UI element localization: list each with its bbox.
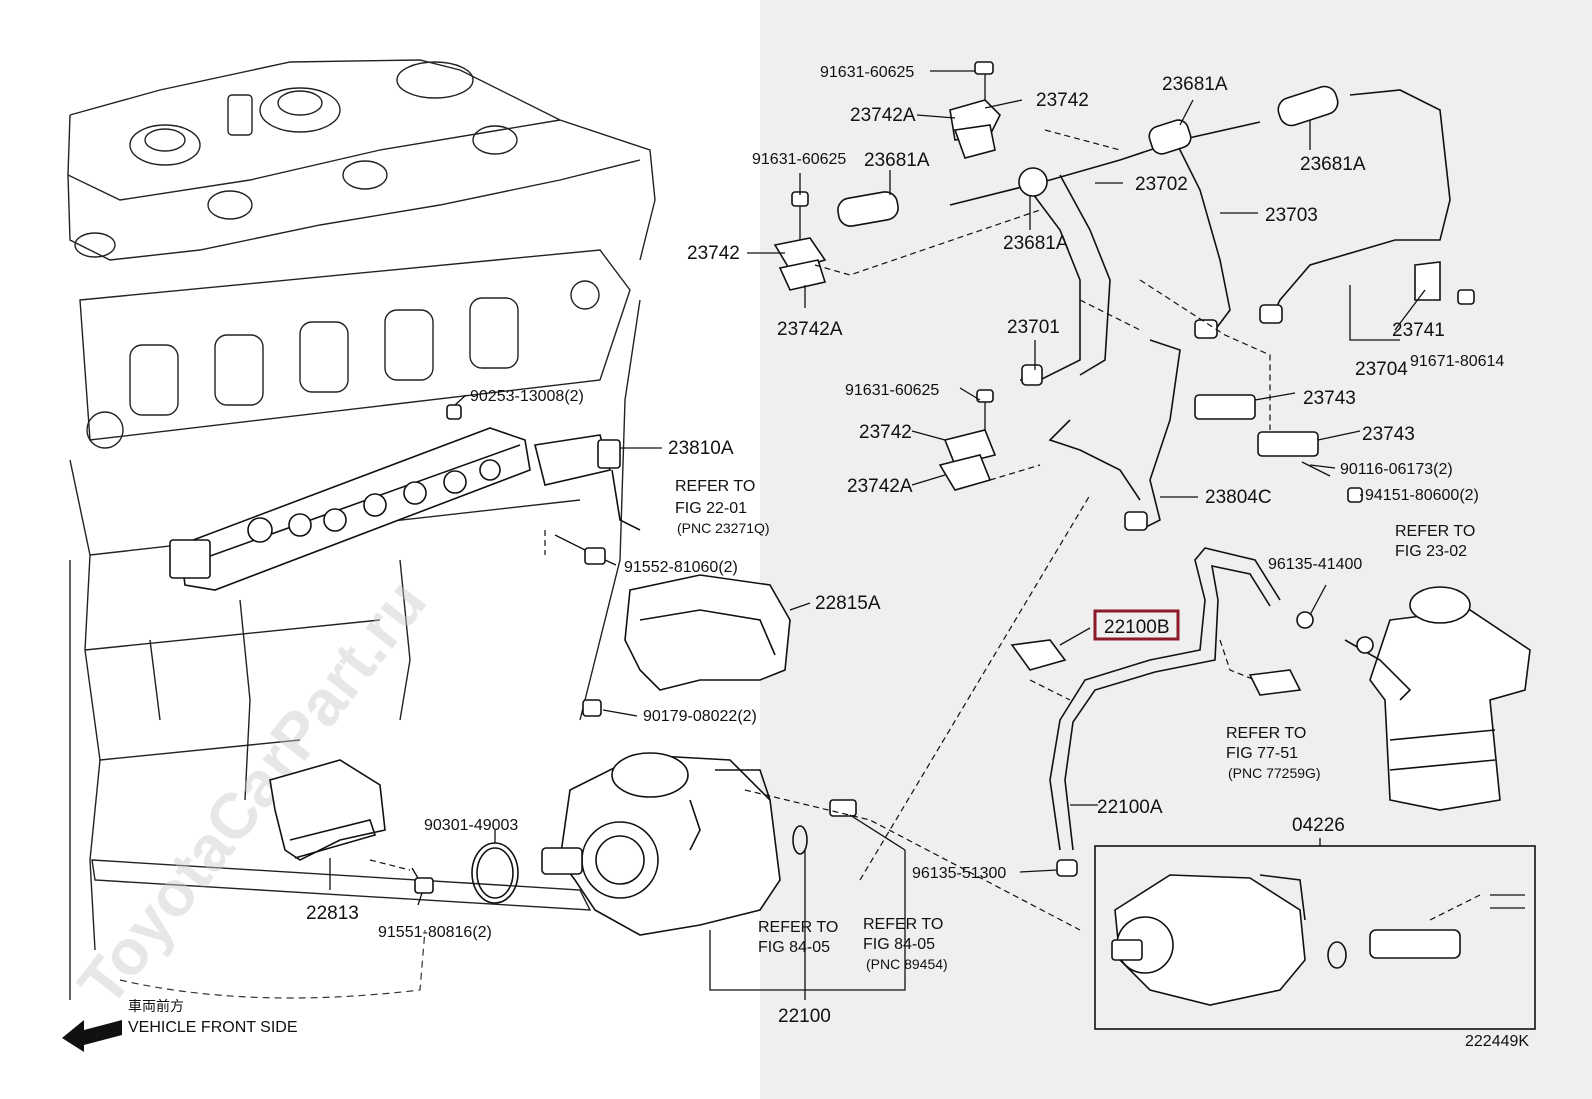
refer-note-line[interactable]: FIG 23-02 — [1395, 543, 1467, 560]
dashed-reference-lines — [369, 129, 1481, 931]
label-23702[interactable]: 23702 — [1135, 174, 1188, 195]
label-23742[interactable]: 23742 — [687, 243, 740, 264]
clamp-23743-b — [1257, 431, 1319, 457]
label-23701[interactable]: 23701 — [1007, 317, 1060, 338]
refer-note-line[interactable]: REFER TO — [1226, 725, 1306, 742]
label-23743[interactable]: 23743 — [1303, 388, 1356, 409]
label-04226[interactable]: 04226 — [1292, 815, 1345, 836]
label-90301-49003[interactable]: 90301-49003 — [424, 817, 518, 834]
watermark: ToyotaCarPart.ru — [64, 566, 440, 1019]
label-23703[interactable]: 23703 — [1265, 205, 1318, 226]
bracket-22813 — [269, 759, 386, 861]
label-23742A[interactable]: 23742A — [850, 105, 916, 126]
direction-label-jp: 車両前方 — [128, 998, 184, 1014]
label-23681A[interactable]: 23681A — [1300, 154, 1366, 175]
label-91631-60625[interactable]: 91631-60625 — [820, 64, 914, 81]
label-90179-08022[interactable]: 90179-08022(2) — [643, 708, 757, 725]
common-rail-23810A — [169, 427, 641, 591]
front-arrow-icon — [62, 1020, 122, 1052]
label-91631-60625[interactable]: 91631-60625 — [752, 151, 846, 168]
label-96135-41400[interactable]: 96135-41400 — [1268, 556, 1362, 573]
label-94151-80600[interactable]: 94151-80600(2) — [1365, 487, 1479, 504]
vehicle-front-direction: 車両前方 VEHICLE FRONT SIDE — [62, 998, 298, 1052]
bracket-23741 — [1414, 261, 1441, 301]
refer-note-line[interactable]: (PNC 23271Q) — [677, 520, 770, 536]
refer-note-line[interactable]: REFER TO — [675, 478, 755, 495]
label-91551-80816[interactable]: 91551-80816(2) — [378, 924, 492, 941]
nut-90179-08022-icon — [582, 699, 602, 717]
supply-pump-22100 — [541, 752, 808, 936]
refer-note-line[interactable]: (PNC 89454) — [866, 956, 948, 972]
diagram-id: 222449K — [1465, 1033, 1529, 1050]
label-22813[interactable]: 22813 — [306, 903, 359, 924]
label-23681A[interactable]: 23681A — [1162, 74, 1228, 95]
label-96135-51300[interactable]: 96135-51300 — [912, 865, 1006, 882]
clamp-23742-top — [949, 61, 1001, 159]
refer-note-line[interactable]: FIG 77-51 — [1226, 745, 1298, 762]
label-91671-80614[interactable]: 91671-80614 — [1410, 353, 1504, 370]
direction-label-en: VEHICLE FRONT SIDE — [128, 1019, 298, 1036]
bolt-91671-80614-icon — [1457, 289, 1475, 305]
label-23804C[interactable]: 23804C — [1205, 487, 1272, 508]
gasket-kit-04226-inset-drawing — [1111, 874, 1525, 1006]
injection-pipes — [837, 85, 1451, 531]
gasket-kit-04226-inset-frame — [1094, 845, 1536, 1030]
label-23741[interactable]: 23741 — [1392, 320, 1445, 341]
label-23742A[interactable]: 23742A — [847, 476, 913, 497]
clamp-23743-a — [1194, 394, 1256, 420]
refer-note-line[interactable]: FIG 22-01 — [675, 500, 747, 517]
label-91631-60625[interactable]: 91631-60625 — [845, 382, 939, 399]
highlight-box-22100B — [1093, 609, 1180, 641]
refer-note-line[interactable]: REFER TO — [758, 919, 838, 936]
fuel-filter-assembly — [1344, 586, 1531, 811]
refer-note-line[interactable]: REFER TO — [863, 916, 943, 933]
refer-note-line[interactable]: FIG 84-05 — [758, 939, 830, 956]
label-90116-06173[interactable]: 90116-06173(2) — [1340, 461, 1453, 478]
o-ring-90301-49003-icon — [471, 842, 519, 904]
label-22100[interactable]: 22100 — [778, 1006, 831, 1027]
bolt-91551-80816-icon — [411, 867, 434, 894]
pump-cover-22815A — [624, 574, 791, 691]
label-22100A[interactable]: 22100A — [1097, 797, 1163, 818]
bolt-91552-81060-icon — [554, 534, 606, 565]
label-23810A[interactable]: 23810A — [668, 438, 734, 459]
label-22100B-highlighted[interactable]: 22100B — [1104, 617, 1170, 638]
nut-94151-80600-icon — [1347, 487, 1363, 503]
label-22815A[interactable]: 22815A — [815, 593, 881, 614]
stud-90116-06173-icon — [1301, 461, 1331, 477]
refer-note-line[interactable]: (PNC 77259G) — [1228, 765, 1321, 781]
reference-notes: REFER TO FIG 22-01 (PNC 23271Q) REFER TO… — [675, 478, 1475, 972]
label-23681A[interactable]: 23681A — [1003, 233, 1069, 254]
label-23742[interactable]: 23742 — [859, 422, 912, 443]
label-91552-81060[interactable]: 91552-81060(2) — [624, 559, 738, 576]
fuel-hose-22100A — [1010, 547, 1314, 877]
label-23704[interactable]: 23704 — [1355, 359, 1408, 380]
label-90253-13008[interactable]: 90253-13008(2) — [470, 388, 584, 405]
label-23743[interactable]: 23743 — [1362, 424, 1415, 445]
leader-lines — [329, 70, 1426, 1000]
label-23742[interactable]: 23742 — [1036, 90, 1089, 111]
label-23742A[interactable]: 23742A — [777, 319, 843, 340]
clamp-23742-left — [773, 191, 827, 291]
label-23681A[interactable]: 23681A — [864, 150, 930, 171]
clamp-23742-mid — [938, 389, 997, 491]
part-number-labels: 91631-60625 23742 23742A 23681A 23681A 2… — [306, 64, 1504, 1027]
refer-note-line[interactable]: FIG 84-05 — [863, 936, 935, 953]
refer-note-line[interactable]: REFER TO — [1395, 523, 1475, 540]
stud-90253-13008-icon — [446, 404, 462, 420]
